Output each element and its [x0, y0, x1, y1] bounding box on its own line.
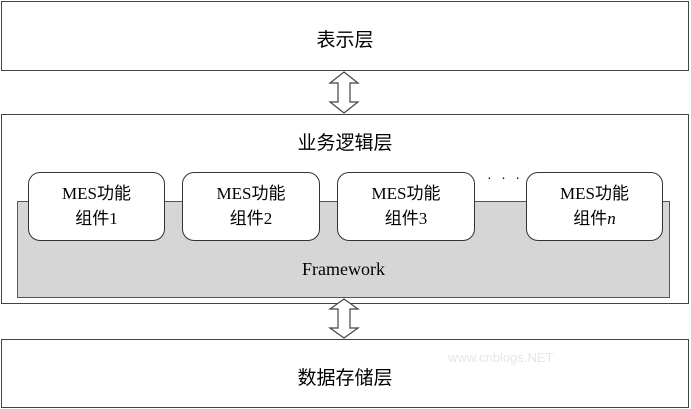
- component-title: MES功能: [216, 184, 286, 203]
- framework-label: Framework: [302, 259, 385, 279]
- data-storage-layer-title: 数据存储层: [297, 367, 393, 389]
- business-logic-layer-title: 业务逻辑层: [297, 132, 393, 154]
- mes-component-2: MES功能 组件2: [182, 172, 320, 241]
- mes-component-3: MES功能 组件3: [337, 172, 475, 241]
- component-title: MES功能: [560, 184, 629, 203]
- double-arrow-icon-bottom: [328, 298, 360, 339]
- component-subtitle: 组件2: [229, 209, 273, 228]
- component-title: MES功能: [371, 184, 441, 203]
- ellipsis: · · ·: [487, 172, 523, 187]
- data-storage-layer-box: 数据存储层: [1, 339, 689, 408]
- mes-component-n: MES功能 组件n: [526, 172, 663, 241]
- component-subtitle: 组件1: [75, 209, 118, 228]
- component-subtitle: 组件n: [573, 209, 616, 228]
- mes-component-1: MES功能 组件1: [28, 172, 165, 241]
- component-subtitle: 组件3: [384, 209, 428, 228]
- component-title: MES功能: [62, 184, 131, 203]
- double-arrow-icon-top: [328, 71, 360, 114]
- presentation-layer-box: 表示层: [1, 1, 689, 71]
- presentation-layer-title: 表示层: [316, 29, 374, 51]
- watermark: www.cnblogs.NET: [448, 350, 554, 365]
